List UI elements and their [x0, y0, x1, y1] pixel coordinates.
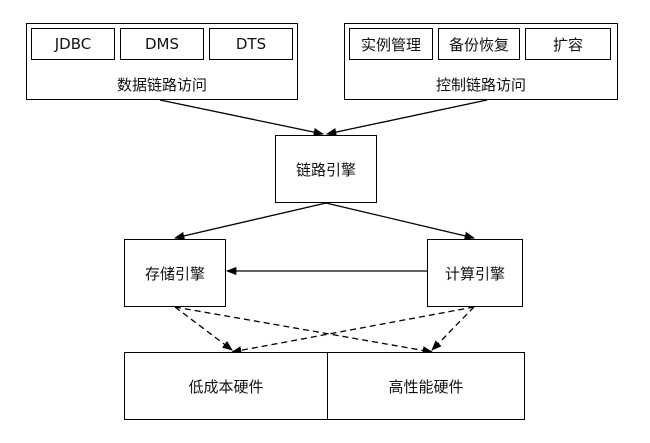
scale-out-box: 扩容 — [525, 28, 611, 60]
compute-engine-label: 计算引擎 — [444, 264, 505, 283]
instance-management-label: 实例管理 — [360, 35, 421, 54]
arrow-link-to-compute — [325, 202, 476, 240]
dash-storage-to-high — [174, 306, 434, 355]
dts-label: DTS — [235, 35, 267, 53]
scale-out-label: 扩容 — [552, 35, 583, 54]
data-access-group: JDBC DMS DTS 数据链路访问 — [26, 23, 298, 100]
link-engine-label: 链路引擎 — [295, 160, 356, 179]
arrow-data-to-link — [159, 99, 325, 137]
storage-engine-label: 存储引擎 — [144, 264, 205, 283]
instance-management-box: 实例管理 — [349, 28, 433, 60]
jdbc-label: JDBC — [54, 35, 92, 53]
dms-label: DMS — [144, 35, 179, 53]
arrow-link-to-storage — [173, 202, 327, 240]
backup-restore-label: 备份恢复 — [448, 35, 509, 54]
low-cost-hardware-label: 低成本硬件 — [188, 377, 264, 396]
arrow-control-to-link — [325, 99, 488, 137]
dms-box: DMS — [120, 28, 204, 60]
low-cost-hardware-box: 低成本硬件 — [124, 352, 328, 420]
dts-box: DTS — [209, 28, 293, 60]
control-access-group: 实例管理 备份恢复 扩容 控制链路访问 — [344, 23, 618, 100]
link-engine-box: 链路引擎 — [275, 135, 377, 203]
dash-compute-to-high — [431, 306, 475, 351]
high-performance-hardware-label: 高性能硬件 — [388, 377, 464, 396]
compute-engine-box: 计算引擎 — [427, 239, 523, 307]
high-performance-hardware-box: 高性能硬件 — [327, 352, 525, 420]
jdbc-box: JDBC — [31, 28, 115, 60]
control-access-label: 控制链路访问 — [435, 76, 526, 94]
dash-compute-to-low — [230, 306, 475, 355]
storage-engine-box: 存储引擎 — [124, 239, 226, 307]
dash-storage-to-low — [174, 306, 233, 351]
data-access-label: 数据链路访问 — [116, 76, 207, 94]
backup-restore-box: 备份恢复 — [438, 28, 520, 60]
